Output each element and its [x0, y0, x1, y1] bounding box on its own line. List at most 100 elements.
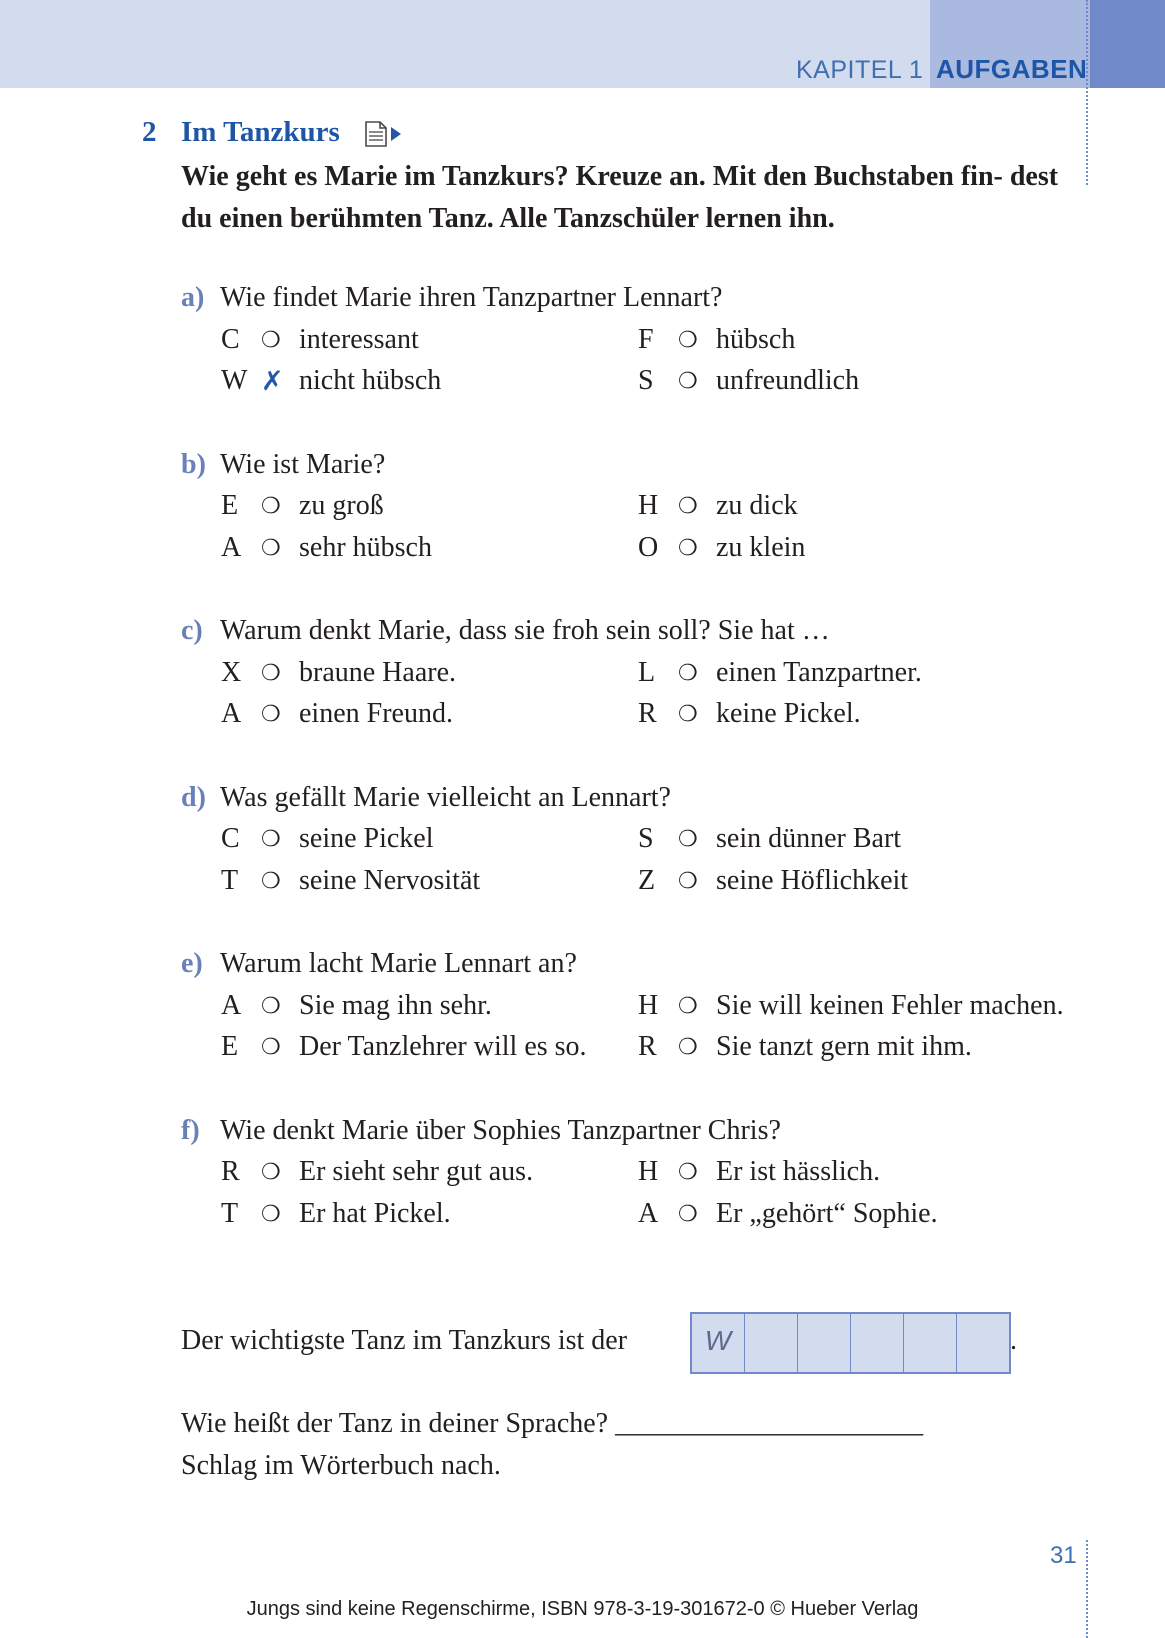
option-code: S [638, 365, 654, 396]
checkbox-circle-icon[interactable]: ❍ [261, 827, 281, 852]
option-code: F [638, 323, 654, 355]
option-code: W [221, 365, 248, 396]
checkbox-circle-icon[interactable]: ❍ [678, 1201, 698, 1227]
checkbox-circle-icon[interactable]: ❍ [678, 827, 698, 852]
checkbox-circle-icon[interactable]: ❍ [261, 993, 281, 1019]
margin-dotted-line-top [1086, 0, 1088, 185]
checkbox-circle-icon[interactable]: ❍ [261, 1035, 281, 1060]
checkbox-circle-icon[interactable]: ❍ [261, 327, 281, 353]
option-text: Der Tanzlehrer will es so. [299, 1031, 587, 1062]
option-code: T [221, 1197, 239, 1229]
option-code: A [221, 531, 242, 563]
option-code: T [221, 864, 239, 896]
option-text: hübsch [716, 323, 796, 355]
checked-box-icon[interactable]: ✗ [261, 366, 284, 397]
answer-cell[interactable] [745, 1314, 798, 1372]
option-code: O [638, 531, 659, 563]
question-text: Wie ist Marie? [220, 448, 386, 480]
checkbox-circle-icon[interactable]: ❍ [261, 660, 281, 686]
task-number: 2 [142, 116, 157, 148]
option-code: H [638, 490, 659, 521]
question-text: Warum denkt Marie, dass sie froh sein so… [220, 615, 830, 646]
checkbox-circle-icon[interactable]: ❍ [261, 1160, 281, 1185]
checkbox-circle-icon[interactable]: ❍ [261, 702, 281, 727]
option-text: Sie tanzt gern mit ihm. [716, 1031, 972, 1062]
question-text: Warum lacht Marie Lennart an? [220, 948, 577, 979]
audio-track-icon[interactable] [364, 120, 404, 148]
answer-cell[interactable] [798, 1314, 851, 1372]
checkbox-circle-icon[interactable]: ❍ [678, 535, 698, 561]
question-text: Wie findet Marie ihren Tanzpartner Lenna… [220, 282, 723, 313]
option-code: C [221, 823, 240, 854]
question-letter: d) [181, 781, 206, 813]
checkbox-circle-icon[interactable]: ❍ [678, 660, 698, 686]
checkbox-circle-icon[interactable]: ❍ [678, 327, 698, 353]
option-code: A [638, 1197, 659, 1229]
question-letter: e) [181, 948, 203, 979]
option-text: Sie mag ihn sehr. [299, 989, 492, 1021]
option-code: A [221, 698, 242, 729]
footer-credit: Jungs sind keine Regenschirme, ISBN 978-… [246, 1598, 919, 1620]
checkbox-circle-icon[interactable]: ❍ [261, 1201, 281, 1227]
option-code: R [221, 1156, 240, 1187]
option-text: sein dünner Bart [716, 823, 902, 854]
option-text: einen Freund. [299, 698, 453, 729]
option-text: seine Pickel [299, 823, 434, 854]
option-code: E [221, 490, 239, 521]
language-question: Wie heißt der Tanz in deiner Sprache? __… [181, 1408, 924, 1439]
option-text: zu dick [716, 490, 798, 521]
checkbox-circle-icon[interactable]: ❍ [261, 868, 281, 894]
option-text: zu groß [299, 490, 384, 521]
answer-cell[interactable] [957, 1314, 1009, 1372]
option-text: seine Höflichkeit [716, 864, 909, 896]
option-text: einen Tanzpartner. [716, 656, 922, 688]
question-letter: b) [181, 448, 206, 480]
task-instruction: Wie geht es Marie im Tanzkurs? Kreuze an… [181, 161, 1059, 234]
question-letter: f) [181, 1114, 200, 1146]
checkbox-circle-icon[interactable]: ❍ [678, 702, 698, 727]
task-title: Im Tanzkurs [181, 116, 340, 148]
option-text: Sie will keinen Fehler machen. [716, 989, 1064, 1021]
checkbox-circle-icon[interactable]: ❍ [678, 868, 698, 894]
question-letter: c) [181, 615, 203, 646]
checkbox-circle-icon[interactable]: ❍ [261, 494, 281, 519]
question-letter: a) [181, 282, 205, 313]
header-band [0, 0, 1090, 88]
checkbox-circle-icon[interactable]: ❍ [678, 1035, 698, 1060]
answer-cell[interactable] [904, 1314, 957, 1372]
option-code: Z [638, 864, 656, 896]
option-code: C [221, 323, 240, 355]
option-code: A [221, 989, 242, 1021]
checkbox-circle-icon[interactable]: ❍ [678, 494, 698, 519]
checkbox-circle-icon[interactable]: ❍ [678, 369, 698, 394]
option-text: keine Pickel. [716, 698, 861, 729]
chapter-label: KAPITEL 1 [796, 56, 924, 84]
option-text: unfreundlich [716, 365, 860, 396]
answer-cell[interactable] [851, 1314, 904, 1372]
checkbox-circle-icon[interactable]: ❍ [678, 993, 698, 1019]
option-text: nicht hübsch [299, 365, 442, 396]
option-text: interessant [299, 323, 419, 355]
option-code: E [221, 1031, 239, 1062]
answer-letter-boxes: W [690, 1312, 1011, 1374]
option-text: sehr hübsch [299, 531, 432, 563]
option-code: L [638, 656, 656, 688]
option-code: H [638, 989, 659, 1021]
answer-prompt: Der wichtigste Tanz im Tanzkurs ist der [181, 1325, 628, 1356]
option-text: Er „gehört“ Sophie. [716, 1197, 938, 1229]
checkbox-circle-icon[interactable]: ❍ [261, 535, 281, 561]
checkbox-circle-icon[interactable]: ❍ [678, 1160, 698, 1185]
option-code: S [638, 823, 654, 854]
option-code: H [638, 1156, 659, 1187]
header-corner-block [1090, 0, 1165, 88]
option-text: seine Nervosität [299, 864, 481, 896]
page-number: 31 [1050, 1542, 1077, 1569]
answer-cell[interactable]: W [692, 1314, 745, 1372]
option-code: X [221, 656, 242, 688]
option-text: braune Haare. [299, 656, 457, 688]
section-label: AUFGABEN [936, 54, 1088, 84]
option-text: Er hat Pickel. [299, 1197, 451, 1229]
option-text: Er ist hässlich. [716, 1156, 881, 1187]
option-code: R [638, 698, 657, 729]
answer-period: . [1010, 1325, 1017, 1356]
